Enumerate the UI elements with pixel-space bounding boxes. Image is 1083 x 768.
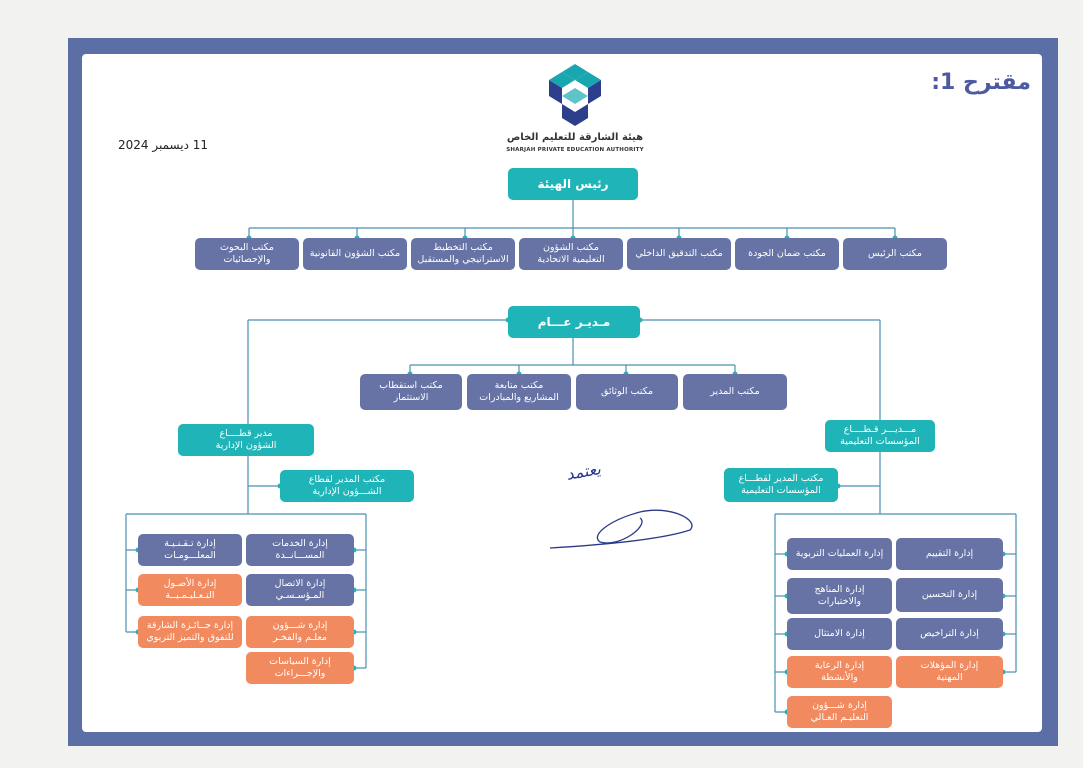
general-manager-box: مـديـر عـــام (508, 306, 640, 338)
chairman-box: رئيس الهيئة (508, 168, 638, 200)
edu-dept-higher-ed-box: إدارة شـــؤون التعليـم العـالي (787, 696, 892, 728)
office-research-box: مكتب البحوث والإحصائيات (195, 238, 299, 270)
edu-dept-improvement-box: إدارة التحسين (896, 578, 1003, 612)
office-federal-affairs-box: مكتب الشؤون التعليمية الاتحادية (519, 238, 623, 270)
edu-dept-qualifications-box: إدارة المؤهلات المهنية (896, 656, 1003, 688)
logo-english-text: SHARJAH PRIVATE EDUCATION AUTHORITY (506, 147, 644, 153)
admin-sector-office-box: مكتب المدير لقطاع الشـــؤون الإدارية (280, 470, 414, 502)
edu-dept-welfare-box: إدارة الرعاية والأنشطة (787, 656, 892, 688)
admin-dept-it-box: إدارة تـقـنـيـة المعلـــومـات (138, 534, 242, 566)
gm-office-investment-box: مكتب استقطاب الاستثمار (360, 374, 462, 410)
authority-logo-icon (549, 64, 601, 126)
office-quality-box: مكتب ضمان الجودة (735, 238, 839, 270)
office-audit-box: مكتب التدقيق الداخلي (627, 238, 731, 270)
gm-office-documents-box: مكتب الوثائق (576, 374, 678, 410)
edu-dept-evaluation-box: إدارة التقييم (896, 538, 1003, 570)
gm-office-projects-box: مكتب متابعة المشاريع والمبادرات (467, 374, 571, 410)
admin-dept-award-box: إدارة جــائـزة الشارقة للتفوق والتميز ال… (138, 616, 242, 648)
edu-dept-operations-box: إدارة العمليات التربوية (787, 538, 892, 570)
date-label: 11 ديسمبر 2024 (118, 138, 209, 152)
logo-arabic-text: هيئة الشارقة للتعليم الخاص (506, 132, 644, 143)
gm-office-director-box: مكتب المدير (683, 374, 787, 410)
admin-sector-director-box: مدير قطــــاع الشؤون الإدارية (178, 424, 314, 456)
admin-dept-support-box: إدارة الخدمات المســـانــدة (246, 534, 354, 566)
admin-dept-teacher-affairs-box: إدارة شـــؤون معلـم والفخـر (246, 616, 354, 648)
office-strategy-box: مكتب التخطيط الاستراتيجي والمستقبل (411, 238, 515, 270)
admin-dept-assets-box: إدارة الأصـول التـعـليـمـيــة (138, 574, 242, 606)
edu-dept-curricula-box: إدارة المناهج والاختبارات (787, 578, 892, 614)
admin-dept-policies-box: إدارة السياسات والإجـــراءات (246, 652, 354, 684)
office-chairman-box: مكتب الرئيس (843, 238, 947, 270)
edu-sector-director-box: مـــديـــر قـطــــاع المؤسسات التعليمية (825, 420, 935, 452)
page-title: مقترح 1: (931, 70, 1031, 95)
edu-dept-licensing-box: إدارة التراخيص (896, 618, 1003, 650)
office-legal-box: مكتب الشؤون القانونية (303, 238, 407, 270)
admin-dept-communication-box: إدارة الاتصال المـؤسـسـي (246, 574, 354, 606)
edu-dept-compliance-box: إدارة الامتثال (787, 618, 892, 650)
edu-sector-office-box: مكتب المدير لقطـــاع المؤسسات التعليمية (724, 468, 838, 502)
